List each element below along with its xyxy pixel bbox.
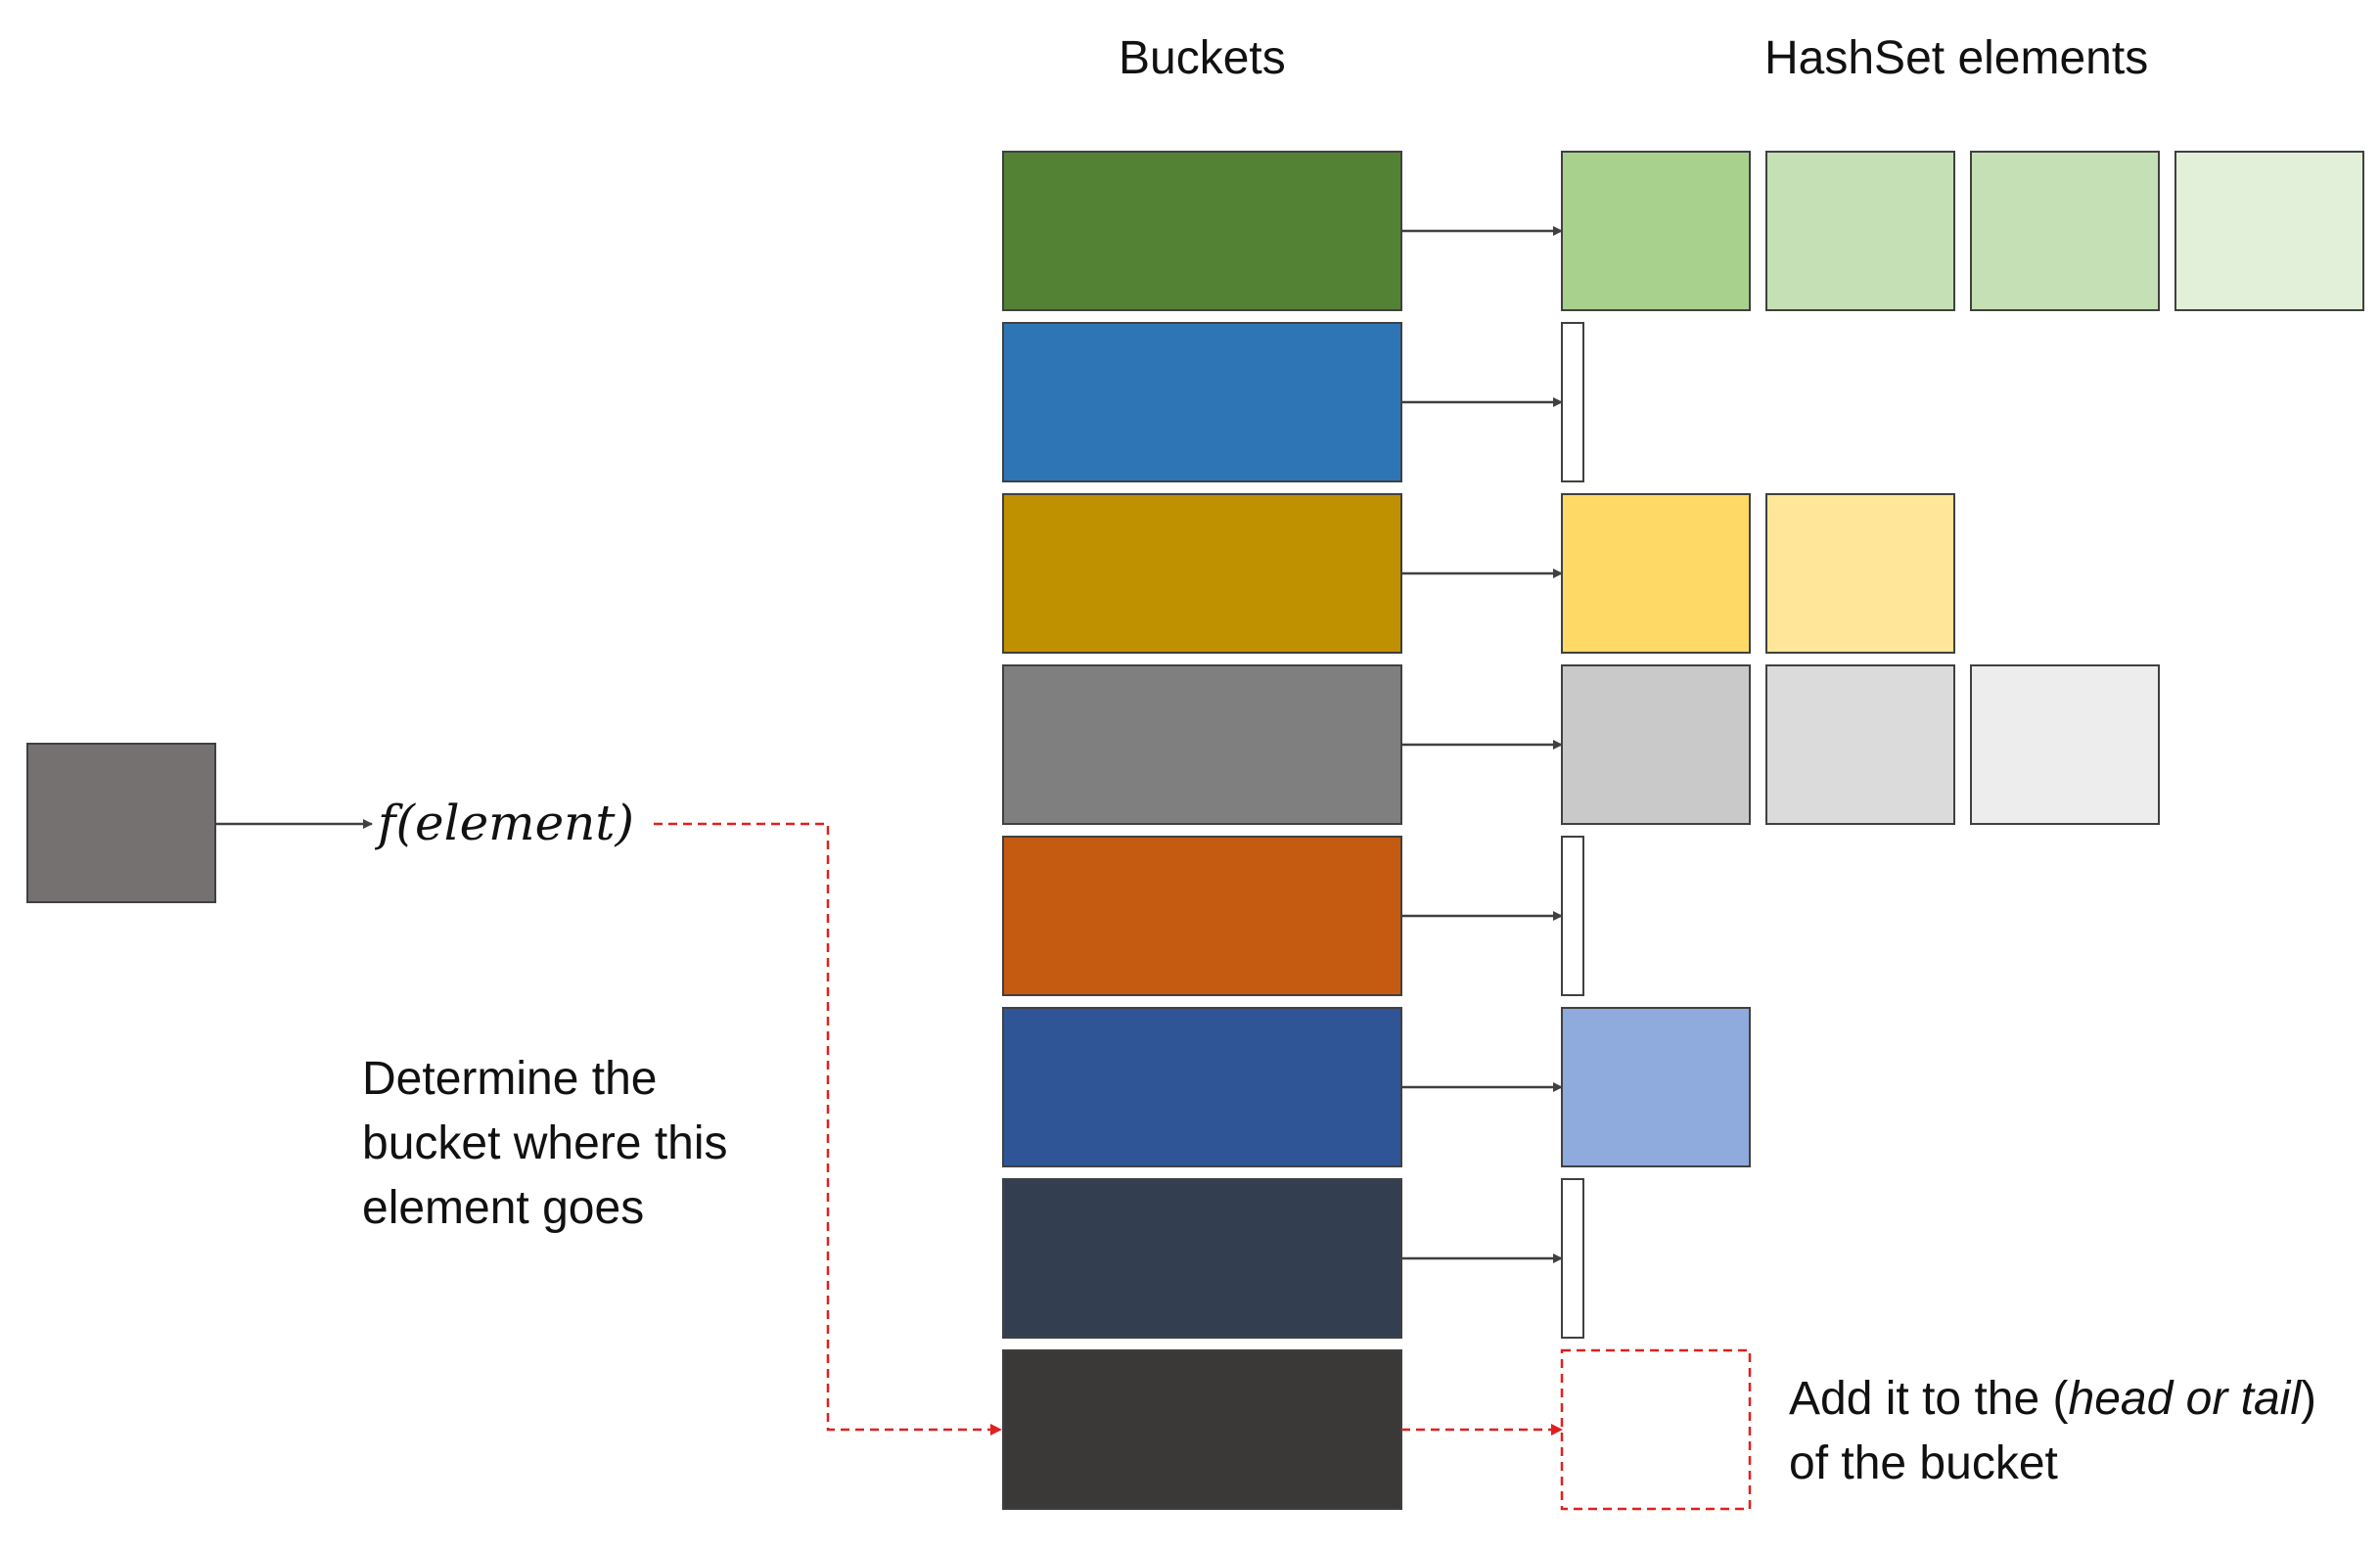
add-note-prefix: Add it to the ( [1789, 1373, 2069, 1425]
bucket-1 [1002, 151, 1402, 311]
bucket-3 [1002, 493, 1402, 654]
add-note-line-2: of the bucket [1789, 1437, 2058, 1489]
bucket-6-element-1 [1561, 1007, 1751, 1167]
bucket-5-empty-list [1561, 836, 1584, 996]
bucket-4-element-3 [1970, 664, 2160, 825]
new-element-slot [1560, 1348, 1752, 1511]
bucket-7 [1002, 1178, 1402, 1339]
bucket-1-element-4 [2174, 151, 2364, 311]
bucket-links [1401, 226, 1563, 1436]
buckets-column [1002, 151, 1402, 1510]
bucket-2 [1002, 322, 1402, 482]
bucket-3-element-1 [1561, 493, 1751, 654]
bucket-5 [1002, 836, 1402, 996]
bucket-4-element-2 [1765, 664, 1955, 825]
bucket-7-empty-list [1561, 1178, 1584, 1339]
add-note-head-or-tail: head or tail [2068, 1373, 2302, 1425]
bucket-4 [1002, 664, 1402, 825]
bucket-6 [1002, 1007, 1402, 1167]
hash-function-label: f(element) [378, 795, 634, 851]
bucket-1-element-2 [1765, 151, 1955, 311]
bucket-1-element-3 [1970, 151, 2160, 311]
bucket-1-element-1 [1561, 151, 1751, 311]
input-element [26, 743, 216, 903]
hash-to-bucket-dashed-arrow [654, 822, 1002, 1436]
add-note-line-1: Add it to the (head or tail) [1789, 1367, 2316, 1432]
hashset-elements-area [1560, 151, 2364, 1511]
buckets-header: Buckets [1119, 32, 1286, 84]
add-element-note: Add it to the (head or tail) of the buck… [1789, 1367, 2316, 1496]
add-note-suffix: ) [2301, 1373, 2316, 1425]
hashset-elements-header: HashSet elements [1764, 32, 2149, 84]
determine-bucket-note: Determine the bucket where this element … [362, 1047, 728, 1241]
determine-note-line-2: bucket where this [362, 1117, 728, 1169]
determine-note-line-3: element goes [362, 1182, 645, 1234]
determine-note-line-1: Determine the [362, 1053, 658, 1105]
bucket-3-element-2 [1765, 493, 1955, 654]
bucket-2-empty-list [1561, 322, 1584, 482]
bucket-8 [1002, 1349, 1402, 1510]
bucket-4-element-1 [1561, 664, 1751, 825]
